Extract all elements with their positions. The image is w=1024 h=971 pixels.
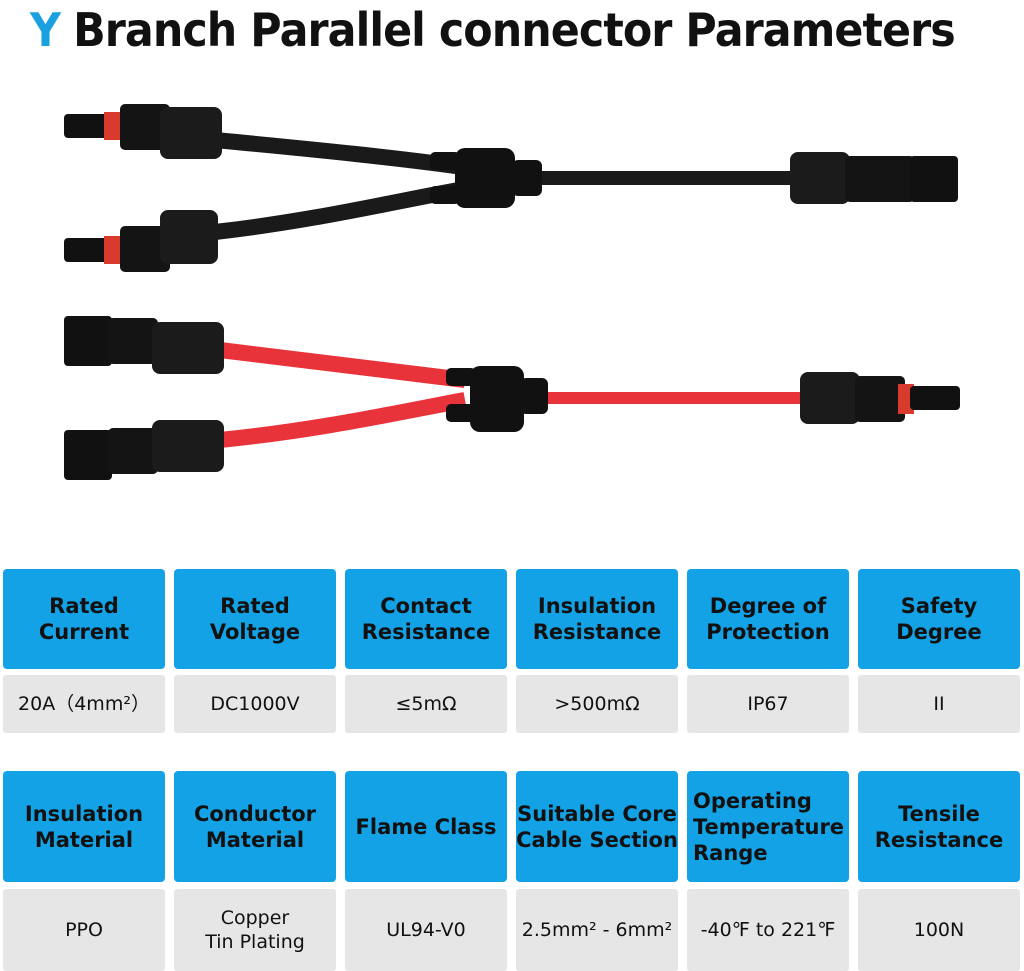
param-value: 2.5mm² - 6mm²	[516, 889, 678, 971]
param-label: Insulation Material	[3, 771, 165, 882]
param-label: Flame Class	[345, 771, 507, 882]
param-value: 100N	[858, 889, 1020, 971]
red-y-connector	[64, 316, 960, 480]
param-label: Insulation Resistance	[516, 569, 678, 669]
param-value: -40℉ to 221℉	[687, 889, 849, 971]
param-value: >500mΩ	[516, 675, 678, 733]
param-value: ≤5mΩ	[345, 675, 507, 733]
param-value: IP67	[687, 675, 849, 733]
param-label: Operating Temperature Range	[687, 771, 849, 882]
param-label: Tensile Resistance	[858, 771, 1020, 882]
param-value: PPO	[3, 889, 165, 971]
param-label: Conductor Material	[174, 771, 336, 882]
param-label: Rated Voltage	[174, 569, 336, 669]
param-value: 20A（4mm²）	[3, 675, 165, 733]
param-value: Copper Tin Plating	[174, 889, 336, 971]
param-label: Safety Degree	[858, 569, 1020, 669]
param-label: Rated Current	[3, 569, 165, 669]
param-label: Contact Resistance	[345, 569, 507, 669]
param-label: Suitable Core Cable Section	[516, 771, 678, 882]
param-value: II	[858, 675, 1020, 733]
param-value: DC1000V	[174, 675, 336, 733]
product-photo	[64, 104, 960, 480]
title-letter: Y	[30, 3, 61, 57]
param-value: UL94-V0	[345, 889, 507, 971]
param-label: Degree of Protection	[687, 569, 849, 669]
black-y-connector	[64, 104, 958, 272]
title-text: Branch Parallel connector Parameters	[73, 3, 956, 57]
